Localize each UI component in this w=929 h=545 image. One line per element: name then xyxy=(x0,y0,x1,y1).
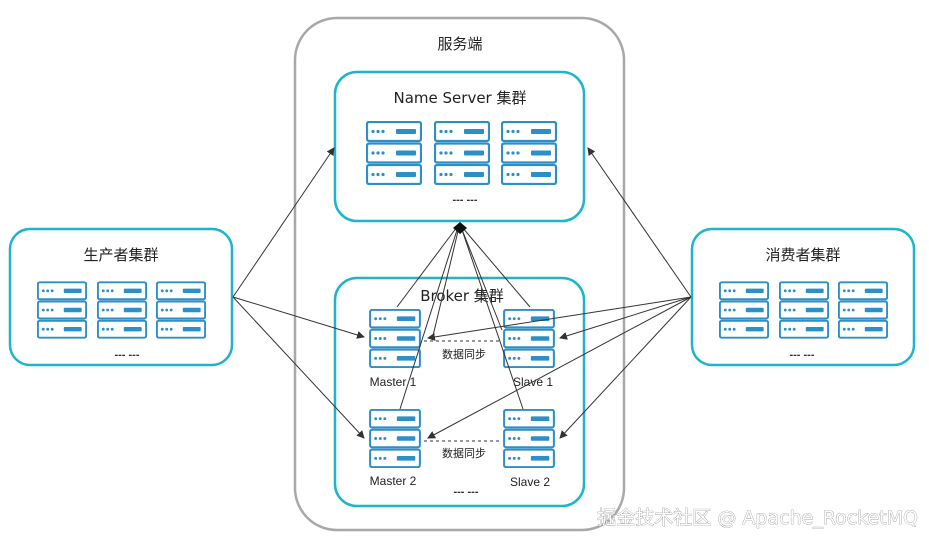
consumer-cluster-title: 消费者集群 xyxy=(765,246,840,264)
watermark-text: 掘金技术社区 @ Apache_RocketMQ xyxy=(597,507,918,529)
slave1-to-nameserver-line xyxy=(461,226,531,308)
master2-to-nameserver-line xyxy=(399,226,459,410)
nameserver-cluster-title: Name Server 集群 xyxy=(394,89,527,107)
consumer-to-master2-arrow xyxy=(427,296,692,439)
broker-ellipsis: --- --- xyxy=(453,486,478,498)
producer-ellipsis: --- --- xyxy=(114,349,139,361)
producer-to-nameserver-arrow xyxy=(232,147,335,298)
master-1-label: Master 1 xyxy=(370,375,417,389)
producer-to-master2-arrow xyxy=(232,296,365,439)
server-rack-icon xyxy=(503,309,555,368)
consumer-to-slave2-arrow xyxy=(559,296,692,439)
producer-cluster-title: 生产者集群 xyxy=(83,246,158,264)
server-rack-icon xyxy=(838,281,888,339)
server-side-title: 服务端 xyxy=(437,35,482,53)
server-rack-icon xyxy=(97,281,147,339)
server-rack-icon xyxy=(369,409,421,468)
server-rack-icon xyxy=(369,309,421,368)
server-rack-icon xyxy=(37,281,87,339)
consumer-ellipsis: --- --- xyxy=(789,349,814,361)
connections xyxy=(232,147,692,439)
master1b-to-nameserver-line xyxy=(431,226,460,341)
server-rack-icon xyxy=(503,409,555,468)
server-rack-icon xyxy=(501,121,557,185)
consumer-servers xyxy=(719,281,888,339)
nameserver-ellipsis: --- --- xyxy=(452,194,477,206)
server-rack-icon xyxy=(719,281,769,339)
nameserver-connection-diamond xyxy=(453,222,467,234)
server-rack-icon xyxy=(156,281,206,339)
server-rack-icon xyxy=(779,281,829,339)
server-rack-icon xyxy=(434,121,490,185)
nameserver-servers xyxy=(366,121,557,185)
master1-to-nameserver-line xyxy=(396,226,458,308)
consumer-to-slave1-arrow xyxy=(559,296,692,340)
producer-servers xyxy=(37,281,206,339)
slave-2-label: Slave 2 xyxy=(510,475,550,489)
slave1b-to-nameserver-line xyxy=(460,226,503,331)
server-rack-icon xyxy=(366,121,422,185)
slave2-to-nameserver-line xyxy=(460,226,524,410)
consumer-to-nameserver-arrow xyxy=(587,147,692,298)
producer-to-master1-arrow xyxy=(232,296,365,339)
sync-label-2: 数据同步 xyxy=(442,446,486,460)
consumer-to-master1-arrow xyxy=(427,296,692,341)
master-2-label: Master 2 xyxy=(370,474,417,488)
sync-label-1: 数据同步 xyxy=(442,347,486,361)
